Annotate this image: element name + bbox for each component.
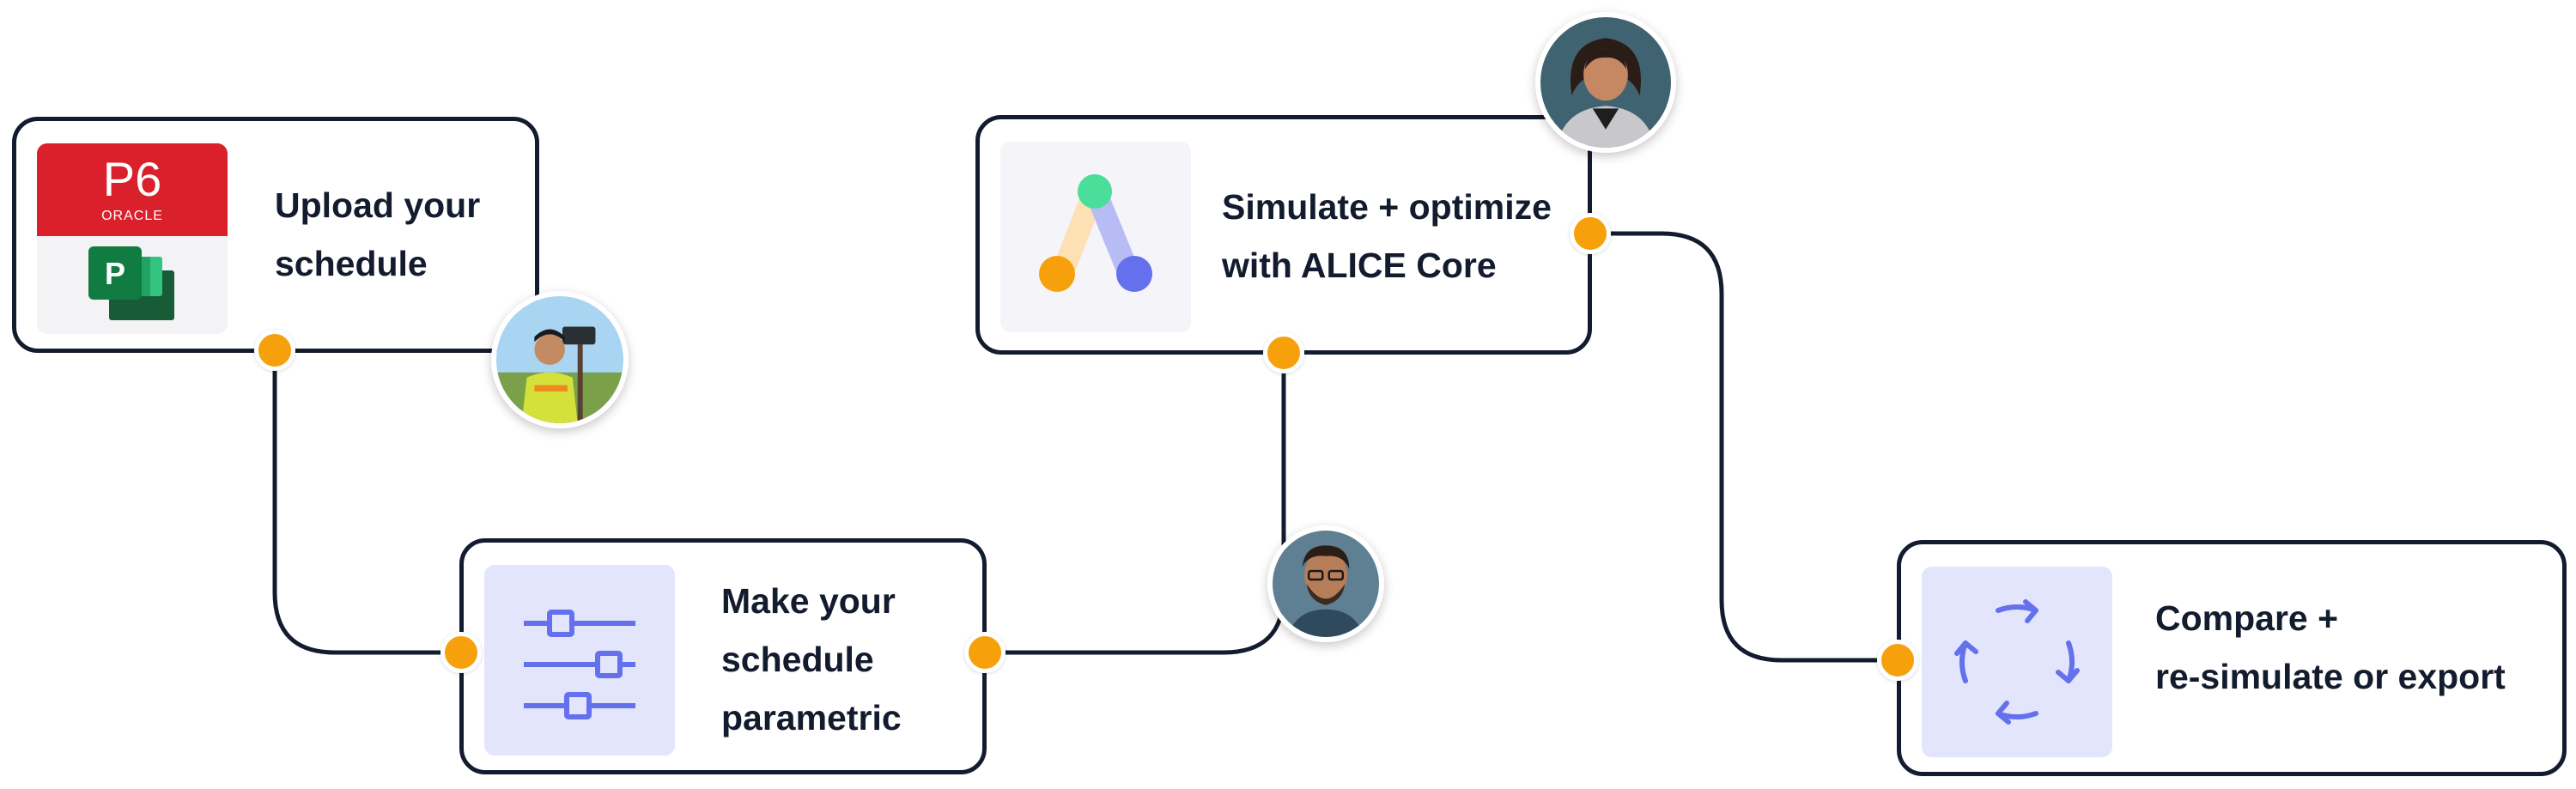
connector-simulate-to-compare [1588, 231, 1900, 663]
sliders-icon [524, 610, 635, 719]
step-label-simulate: Simulate + optimize with ALICE Core [1222, 187, 1552, 285]
connector-dot-parametric-out [964, 632, 1005, 673]
compare-tile [1922, 567, 2112, 757]
connector-dot-simulate-out [1570, 213, 1611, 254]
alice-logo [1039, 174, 1152, 292]
step-card-simulate: Simulate + optimize with ALICE Core [975, 115, 1592, 355]
connector-upload-to-parametric [272, 349, 464, 655]
p6-logo-text: P6 [102, 152, 162, 206]
avatar-scheduler [1535, 12, 1676, 153]
oracle-logo-text: ORACLE [101, 209, 163, 223]
avatar-engineer [1267, 525, 1384, 642]
avatar-surveyor [491, 291, 629, 428]
step-card-compare: Compare + re-simulate or export [1897, 540, 2567, 776]
ms-project-icon: P [88, 246, 174, 320]
step-label-upload: Upload your schedule [275, 185, 481, 283]
step-label-parametric: Make your schedule parametric [721, 581, 902, 737]
alice-tile [1000, 142, 1191, 332]
scheduler-logos: P6 ORACLE P [37, 143, 228, 334]
oracle-p6-logo: P6 ORACLE [37, 143, 228, 236]
connector-dot-compare-in [1877, 640, 1918, 681]
parametric-tile [484, 565, 675, 756]
connector-dot-simulate-in [1263, 332, 1304, 373]
connector-parametric-to-simulate [982, 350, 1286, 655]
refresh-cycle-icon [1954, 599, 2080, 725]
step-card-parametric: Make your schedule parametric [459, 538, 987, 774]
connector-dot-upload-out [254, 330, 295, 371]
step-label-compare: Compare + re-simulate or export [2155, 598, 2506, 696]
step-card-upload: P6 ORACLE P Upload your schedule [12, 117, 539, 353]
connector-dot-parametric-in [440, 632, 482, 673]
ms-project-letter: P [105, 256, 125, 291]
